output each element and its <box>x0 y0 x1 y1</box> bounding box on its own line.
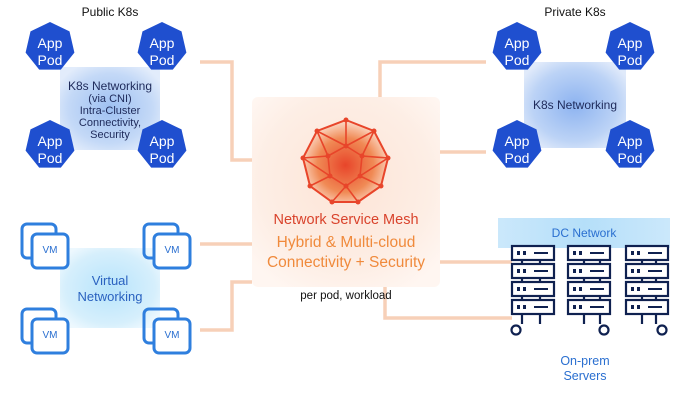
public-k8s-pods <box>25 22 187 168</box>
vm-label: VM <box>164 330 180 341</box>
mesh-subtitle-line: Connectivity + Security <box>266 254 426 271</box>
vm-label: VM <box>164 245 180 256</box>
pod-label-line: Pod <box>149 150 175 166</box>
mesh-subtitle-line: Hybrid & Multi-cloud <box>276 234 416 251</box>
virtual-networking-line: Networking <box>77 289 143 304</box>
pod-label-line: App <box>149 133 175 149</box>
vm-label: VM <box>42 245 58 256</box>
connector-virtual-bottom <box>200 280 252 332</box>
pod-label: App Pod <box>492 133 542 167</box>
private-k8s-networking-box <box>524 62 626 148</box>
pod-label-line: App <box>504 133 530 149</box>
onprem-servers-label: On-prem Servers <box>530 354 640 384</box>
pod-label-line: Pod <box>617 150 643 166</box>
virtual-networking-line: Virtual <box>91 273 129 288</box>
heptagon-pod-icon <box>605 120 655 168</box>
public-k8s-title: Public K8s <box>81 5 139 19</box>
onprem-line: On-prem <box>560 354 610 368</box>
pod-label-line: App <box>149 35 175 51</box>
connector-private-k8s <box>378 60 486 98</box>
networking-title: K8s Networking <box>67 79 153 93</box>
heptagon-pod-icon <box>492 22 542 70</box>
public-k8s-networking-box <box>60 67 160 150</box>
onprem-line: Servers <box>563 369 607 383</box>
connector-lines <box>200 60 512 332</box>
networking-line: Security <box>90 129 130 141</box>
heptagon-pod-icon <box>137 120 187 168</box>
pod-label-line: App <box>617 35 643 51</box>
mesh-title: Network Service Mesh <box>273 212 419 228</box>
networking-line: Connectivity, <box>78 117 142 129</box>
private-k8s-pods <box>492 22 655 168</box>
heptagon-pod-icon <box>25 120 75 168</box>
pod-label-line: App <box>37 133 63 149</box>
pod-label: App Pod <box>25 35 75 69</box>
heptagon-pod-icon <box>25 22 75 70</box>
vm-stack-icon <box>20 222 70 270</box>
pod-label-line: Pod <box>504 52 530 68</box>
pod-label-line: Pod <box>617 52 643 68</box>
pod-label: App Pod <box>137 35 187 69</box>
pod-label-line: App <box>37 35 63 51</box>
pod-label: App Pod <box>605 35 655 69</box>
vm-stack-icon <box>142 222 192 270</box>
pod-label: App Pod <box>605 133 655 167</box>
pod-label-line: App <box>617 133 643 149</box>
public-k8s-networking-label: K8s Networking (via CNI) Intra-Cluster C… <box>60 79 160 142</box>
virtual-networking-label: Virtual Networking <box>60 273 160 305</box>
connector-public-k8s <box>200 60 252 162</box>
heptagon-pod-icon <box>605 22 655 70</box>
private-k8s-title: Private K8s <box>544 5 606 19</box>
vm-stack-icon <box>20 307 70 355</box>
pod-label: App Pod <box>25 133 75 167</box>
server-rack-icon <box>510 244 670 336</box>
vm-stack-icon <box>142 307 192 355</box>
vm-icons <box>20 222 192 355</box>
private-k8s-networking-label: K8s Networking <box>532 98 618 112</box>
pod-label-line: Pod <box>504 150 530 166</box>
pod-label: App Pod <box>137 133 187 167</box>
vm-label: VM <box>42 330 58 341</box>
pod-label-line: Pod <box>37 150 63 166</box>
dc-network-bar <box>498 218 670 248</box>
networking-line: Intra-Cluster <box>79 105 141 117</box>
networking-line: (via CNI) <box>88 93 132 105</box>
connector-dc-bottom <box>383 282 512 320</box>
heptagon-pod-icon <box>492 120 542 168</box>
pod-label-line: App <box>504 35 530 51</box>
dc-network-label: DC Network <box>551 226 617 240</box>
heptagon-pod-icon <box>137 22 187 70</box>
virtual-networking-box <box>60 248 160 328</box>
pod-label-line: Pod <box>37 52 63 68</box>
pod-label: App Pod <box>492 35 542 69</box>
geodesic-sphere-icon <box>300 117 391 205</box>
mesh-caption: per pod, workload <box>300 290 392 302</box>
pod-label-line: Pod <box>149 52 175 68</box>
